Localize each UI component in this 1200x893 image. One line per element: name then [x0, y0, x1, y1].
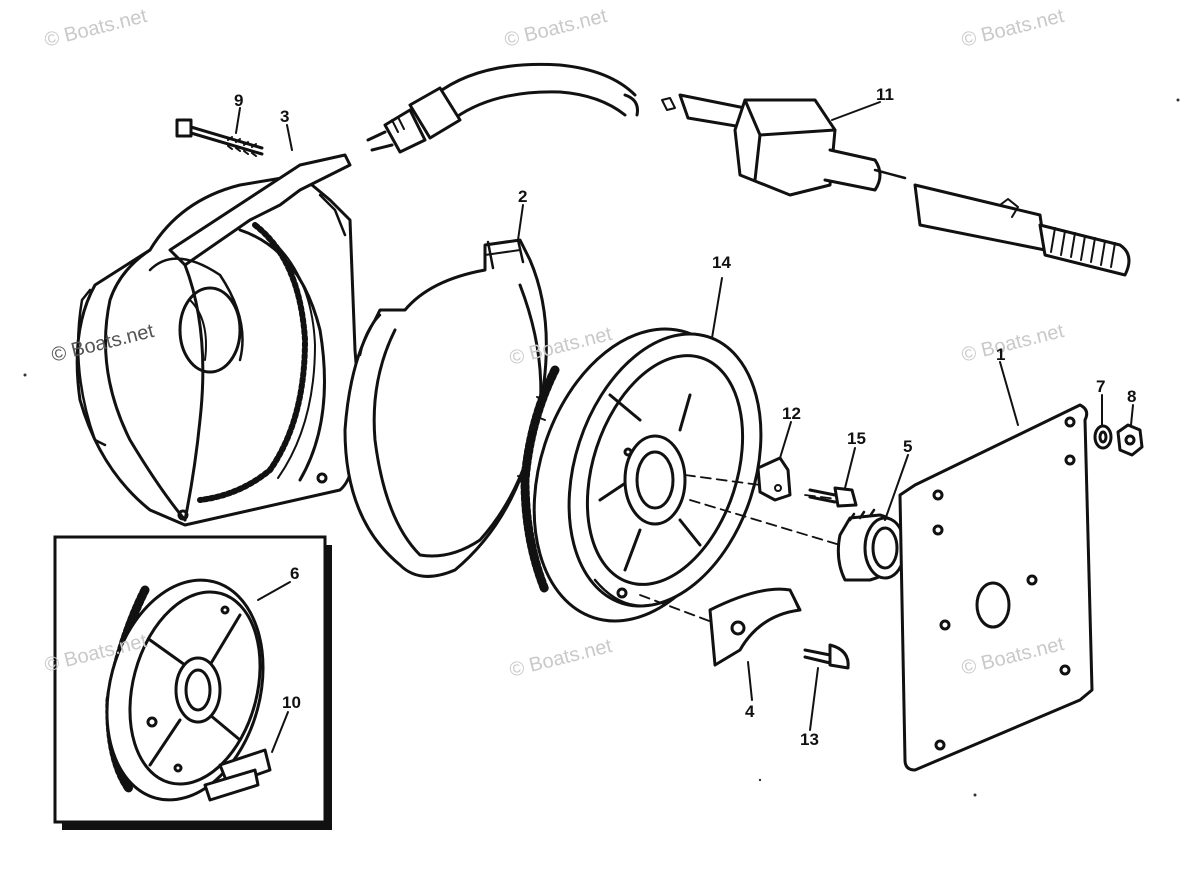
callout-1: 1 [996, 345, 1006, 364]
screw-part-15 [808, 486, 858, 508]
callout-12: 12 [782, 404, 801, 423]
brake-band-part-2 [343, 238, 548, 578]
bendix-drive-part-5 [836, 508, 907, 582]
inset-box [53, 535, 332, 830]
callout-3: 3 [280, 107, 290, 126]
nut-part-8 [1116, 423, 1144, 457]
callout-2: 2 [518, 187, 528, 206]
callout-13: 13 [800, 730, 819, 749]
callout-8: 8 [1127, 387, 1137, 406]
washer-part-7 [1093, 424, 1113, 450]
leader-lines [235, 101, 1134, 731]
flywheel-part-14 [520, 327, 763, 623]
mounting-plate-part-1 [898, 403, 1094, 772]
bolt-part-9 [175, 118, 264, 157]
callout-14: 14 [712, 253, 731, 272]
callout-6: 6 [290, 564, 300, 583]
clip-part-4 [708, 587, 802, 667]
drive-shaft-assembly-part-11 [366, 62, 1131, 277]
callout-15: 15 [847, 429, 866, 448]
callout-5: 5 [903, 437, 913, 456]
starter-housing-part-3 [75, 153, 360, 527]
callout-7: 7 [1096, 377, 1106, 396]
callout-4: 4 [745, 702, 755, 721]
callout-9: 9 [234, 91, 244, 110]
callout-11: 11 [876, 85, 894, 104]
tab-part-12 [756, 456, 792, 502]
callout-10: 10 [282, 693, 301, 712]
screw-part-13 [803, 643, 850, 670]
